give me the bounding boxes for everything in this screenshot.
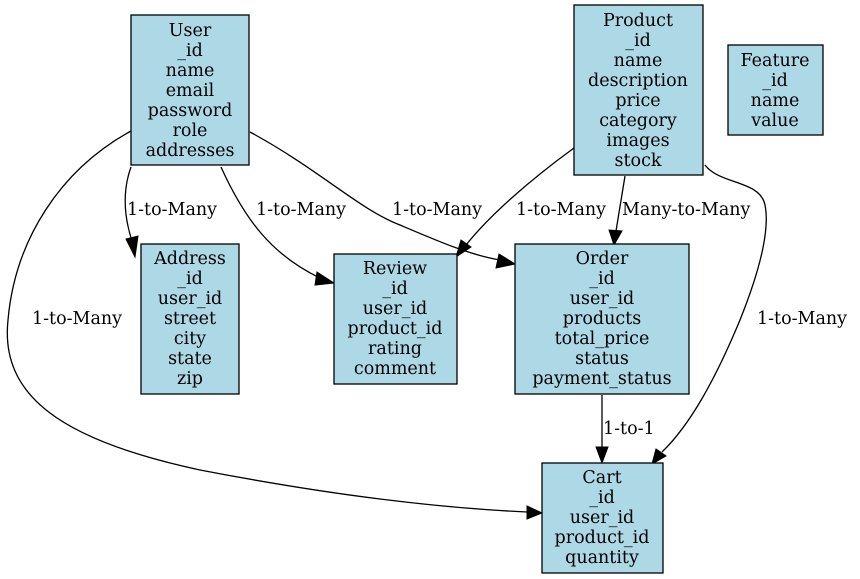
arrowhead-icon [595, 446, 609, 465]
node-box [727, 44, 824, 136]
entity-field: _id [589, 269, 615, 289]
edge-product-review: 1-to-Many [455, 147, 606, 259]
node-cart[interactable]: Cart _id user_id product_id quantity [541, 462, 664, 574]
entity-field: addresses [146, 141, 235, 161]
node-box [541, 462, 664, 574]
edge-label: 1-to-Many [127, 200, 217, 220]
edge-label: 1-to-1 [603, 419, 655, 439]
entity-field: status [575, 349, 629, 369]
entity-field: state [168, 349, 212, 369]
edge-line [220, 166, 321, 279]
node-box [514, 243, 690, 395]
arrowhead-icon [608, 229, 623, 247]
entity-field: product_id [348, 319, 443, 339]
entity-field: user_id [570, 289, 635, 309]
arrowhead-icon [125, 235, 139, 259]
entity-title: Cart [582, 468, 621, 488]
entity-field: _id [177, 269, 203, 289]
entity-field: _id [625, 31, 651, 51]
node-address[interactable]: Address _id user_id street city state zi… [140, 243, 240, 395]
edge-product-order: Many-to-Many [608, 175, 751, 247]
entity-field: images [606, 131, 669, 151]
arrowhead-icon [314, 271, 336, 286]
entity-field: _id [589, 488, 615, 508]
entity-title: User [169, 21, 212, 41]
entity-field: street [164, 309, 216, 329]
arrowhead-icon [651, 448, 667, 466]
entity-field: user_id [363, 299, 428, 319]
entity-field: password [148, 101, 233, 121]
edge-label: 1-to-Many [32, 309, 122, 329]
entity-title: Order [576, 249, 629, 269]
entity-field: category [599, 111, 677, 131]
entity-field: city [174, 329, 206, 349]
entity-field: role [173, 121, 208, 141]
entity-field: user_id [570, 508, 635, 528]
node-product[interactable]: Product _id name description price categ… [573, 4, 704, 176]
edge-label: 1-to-Many [757, 309, 847, 329]
node-box [140, 243, 240, 395]
edge-line [124, 166, 134, 245]
edge-user-cart: 1-to-Many [6, 130, 544, 520]
arrowhead-icon [495, 253, 517, 269]
node-review[interactable]: Review _id user_id product_id rating com… [333, 253, 458, 385]
node-feature[interactable]: Feature _id name value [727, 44, 824, 136]
edge-order-cart: 1-to-1 [595, 395, 655, 465]
edge-label: 1-to-Many [516, 200, 606, 220]
entity-field: email [166, 81, 215, 101]
entity-title: Review [363, 259, 427, 279]
edge-label: 1-to-Many [392, 200, 482, 220]
node-box [573, 4, 704, 176]
entity-field: product_id [555, 528, 650, 548]
node-box [333, 253, 458, 385]
arrowhead-icon [526, 505, 544, 520]
edge-line [615, 175, 626, 232]
entity-title: Product [603, 11, 673, 31]
entity-field: zip [177, 369, 203, 389]
entity-field: _id [382, 279, 408, 299]
entity-field: user_id [158, 289, 223, 309]
edge-label: Many-to-Many [622, 200, 751, 220]
edge-line [6, 130, 528, 513]
edge-line [465, 147, 575, 246]
entity-field: rating [368, 339, 422, 359]
entity-field: name [166, 61, 215, 81]
edge-label: 1-to-Many [256, 200, 346, 220]
arrowhead-icon [455, 239, 472, 259]
entity-field: name [751, 91, 800, 111]
entity-title: Feature [740, 51, 809, 71]
edge-user-review: 1-to-Many [220, 166, 346, 286]
edge-user-address: 1-to-Many [124, 166, 217, 259]
entity-title: Address [153, 249, 226, 269]
entity-field: payment_status [532, 369, 671, 389]
entity-field: value [750, 111, 799, 131]
entity-field: total_price [555, 329, 650, 349]
edge-product-cart: 1-to-Many [651, 164, 847, 466]
edge-line [661, 164, 767, 453]
entity-field: comment [354, 359, 436, 379]
node-order[interactable]: Order _id user_id products total_price s… [514, 243, 690, 395]
edge-line [249, 131, 501, 261]
entity-field: price [615, 91, 660, 111]
entity-field: name [614, 51, 663, 71]
entity-field: products [563, 309, 641, 329]
entity-field: quantity [565, 548, 639, 568]
edge-user-order: 1-to-Many [249, 131, 517, 269]
entity-field: _id [177, 41, 203, 61]
entity-field: stock [615, 151, 662, 171]
entity-field: _id [762, 71, 788, 91]
entity-field: description [588, 71, 688, 91]
node-box [130, 14, 250, 166]
node-user[interactable]: User _id name email password role addres… [130, 14, 250, 166]
